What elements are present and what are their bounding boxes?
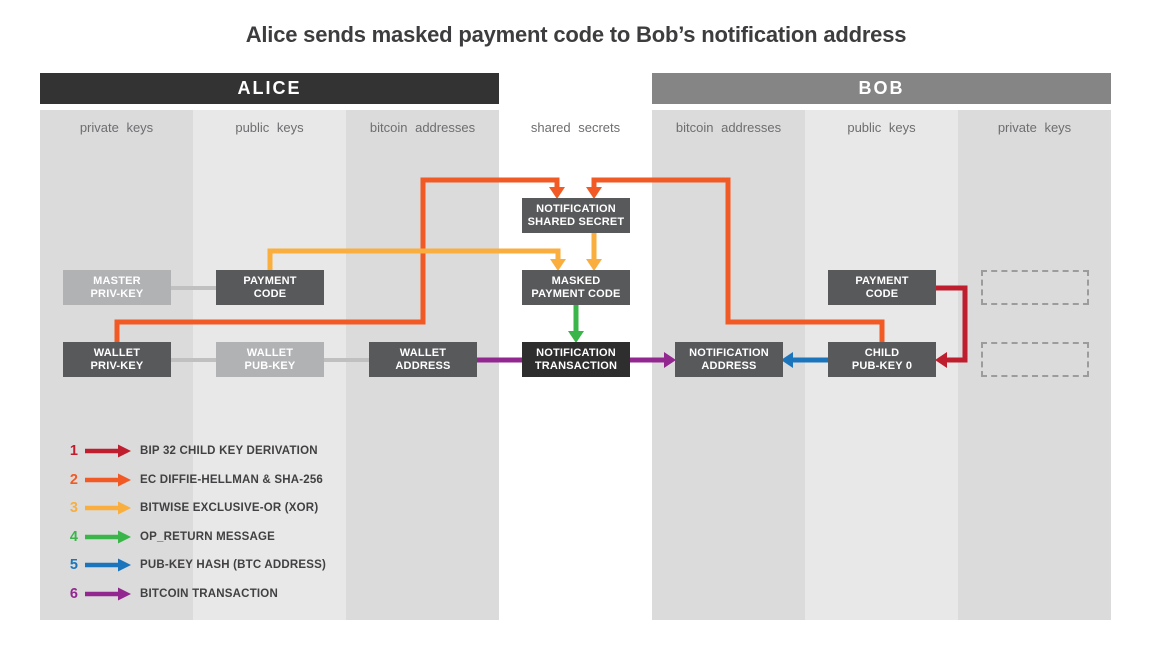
arrowhead-icon [586,259,602,271]
box-future-key-slot-1 [981,270,1089,305]
arrowhead-icon [550,259,566,271]
arrowhead-icon [935,352,947,368]
legend-arrow-icon [85,501,131,515]
box-label-line: ADDRESS [701,359,757,372]
legend-item-5: 5 PUB-KEY HASH (BTC ADDRESS) [62,555,326,575]
legend-item-3: 3 BITWISE EXCLUSIVE-OR (XOR) [62,498,318,518]
box-label-line: PUB-KEY [244,359,296,372]
arrow-bip32-child-key-derivation [935,285,968,368]
box-label-line: CODE [865,287,899,300]
box-label-line: TRANSACTION [534,359,618,372]
box-label-line: MASTER [93,275,141,287]
box-label-line: PAYMENT CODE [531,287,621,300]
arrow-xor-from-shared-secret [586,233,602,271]
box-label-line: NOTIFICATION [536,347,616,359]
legend-item-1: 1 BIP 32 CHILD KEY DERIVATION [62,441,318,461]
legend-arrow-icon [85,558,131,572]
legend-number: 1 [69,443,78,459]
column-label-alice-public-keys: public keys [235,120,304,135]
arrow-op-return-message [568,305,584,343]
legend-number: 2 [69,471,78,488]
box-label-line: CHILD [864,347,900,359]
legend-item-label: BITWISE EXCLUSIVE-OR (XOR) [140,502,319,514]
box-label-line: WALLET [399,347,447,359]
box-label-line: NOTIFICATION [536,203,616,215]
diagram-title: Alice sends masked payment code to Bob’s… [245,22,907,47]
arrow-pubkey-hash-btc-address [781,352,828,368]
legend-number: 5 [69,557,78,573]
box-label-line: PAYMENT [243,275,297,287]
arrowhead-icon [549,187,565,199]
legend-arrow-icon [85,530,131,543]
legend-item-4: 4 OP_RETURN MESSAGE [62,527,275,547]
arrow-xor-from-payment-code [267,248,566,271]
column-label-bob-public-keys: public keys [847,120,916,135]
legend-arrow-icon [85,444,131,458]
box-future-key-slot-2 [981,342,1089,377]
legend-item-2: 2 EC DIFFIE-HELLMAN & SHA-256 [62,470,323,490]
box-label-line: MASKED [551,275,601,287]
header-bob: BOB [652,73,1111,104]
box-label-line: PRIV-KEY [90,287,144,300]
arrowhead-icon [568,331,584,343]
legend-number: 4 [69,528,78,545]
column-label-bob-private-keys: private keys [997,120,1072,135]
box-label-line: PAYMENT [855,275,909,287]
column-label-bob-bitcoin-addresses: bitcoin addresses [675,120,782,135]
box-label-line: NOTIFICATION [689,347,769,359]
box-label-line: WALLET [93,347,141,359]
column-label-alice-bitcoin-addresses: bitcoin addresses [369,120,476,135]
arrow-ecdh-from-alice-wallet-privkey [114,177,565,342]
box-label-line: PUB-KEY 0 [851,359,913,372]
legend-item-label: OP_RETURN MESSAGE [140,530,276,543]
arrowhead-icon [586,187,602,199]
legend-arrow-icon [85,473,131,486]
legend-item-label: PUB-KEY HASH (BTC ADDRESS) [140,559,327,571]
arrowhead-icon [781,352,793,368]
column-bob-private-keys [958,110,1111,620]
arrow-ecdh-from-bob-child-pubkey [586,177,885,342]
legend-number: 6 [69,585,78,602]
legend-item-label: BIP 32 CHILD KEY DERIVATION [140,445,318,457]
legend-item-6: 6 BITCOIN TRANSACTION [62,584,278,604]
arrow-bitcoin-transaction-out [630,352,676,368]
column-label-shared-secrets: shared secrets [530,120,621,135]
header-alice: ALICE [40,73,499,104]
box-label-line: PRIV-KEY [90,359,144,372]
box-label-line: ADDRESS [395,359,451,372]
box-label-line: CODE [253,287,287,300]
legend-item-label: BITCOIN TRANSACTION [140,587,278,600]
arrowhead-icon [664,352,676,368]
legend-item-label: EC DIFFIE-HELLMAN & SHA-256 [140,473,324,486]
box-label-line: WALLET [246,347,294,359]
column-label-alice-private-keys: private keys [79,120,154,135]
box-label-line: SHARED SECRET [527,215,625,228]
legend-arrow-icon [85,587,131,600]
legend-number: 3 [69,500,78,516]
